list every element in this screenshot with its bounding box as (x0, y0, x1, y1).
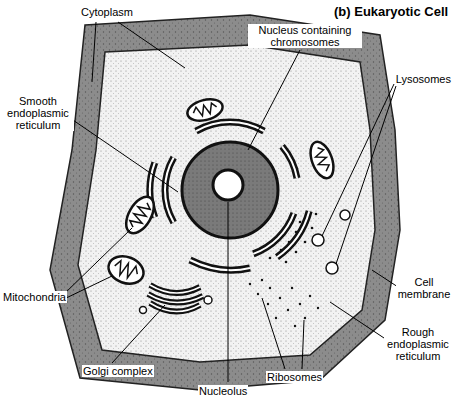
nucleus-label: Nucleus containing chromosomes (248, 24, 362, 48)
nucleolus-shape (213, 170, 243, 200)
lysosome-shapes (312, 210, 350, 274)
smooth-er-label: Smooth endoplasmic reticulum (2, 95, 74, 131)
nucleolus-label: Nucleolus (198, 385, 248, 397)
golgi-label: Golgi complex (82, 365, 154, 377)
cytoplasm-label: Cytoplasm (80, 6, 134, 18)
cytoplasm-shape (78, 45, 375, 362)
rough-er-label: Rough endoplasmic reticulum (384, 326, 452, 362)
cell-membrane-shape (50, 15, 400, 390)
er-bands (150, 122, 309, 270)
diagram-title: (b) Eukaryotic Cell (334, 4, 448, 19)
golgi-shape (140, 285, 213, 314)
lysosomes-label: Lysosomes (395, 73, 452, 85)
cell-membrane-label: Cell membrane (396, 276, 452, 300)
nucleus-shape (182, 142, 278, 238)
mitochondria-label: Mitochondria (2, 291, 67, 303)
ribosomes-label: Ribosomes (266, 371, 323, 383)
leader-lines (62, 22, 398, 382)
ribosome-dots (249, 213, 319, 327)
mitochondria-shapes (105, 96, 338, 289)
